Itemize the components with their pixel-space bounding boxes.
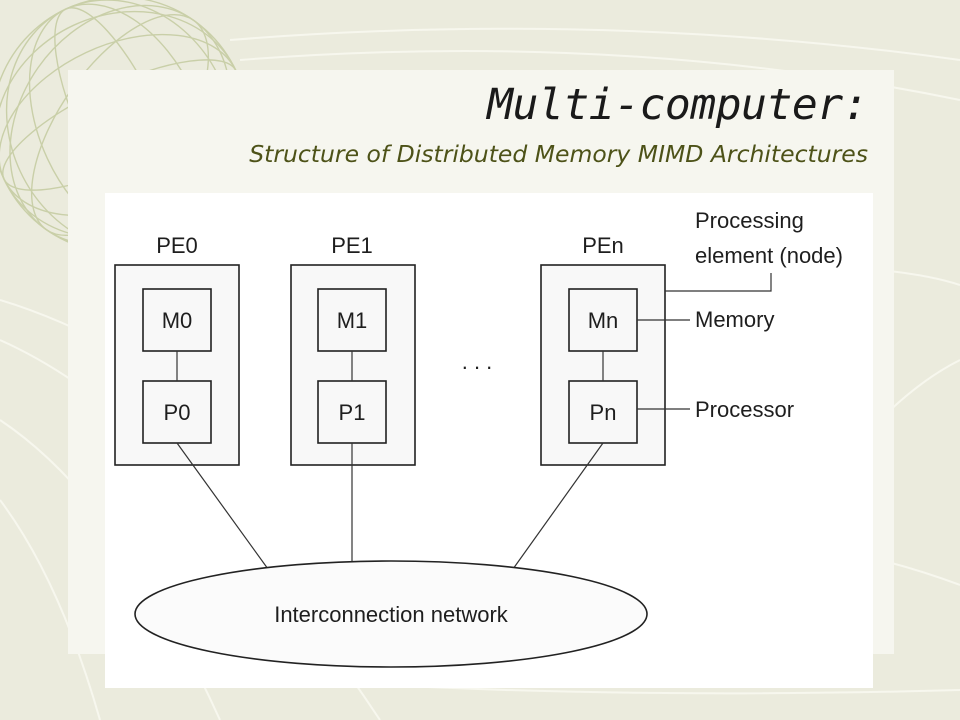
pen-processor-label: Pn xyxy=(590,400,617,425)
pe0-network-link xyxy=(176,442,269,570)
node-callout-leader xyxy=(665,273,772,292)
pe0-memory-box xyxy=(142,288,212,352)
architecture-diagram: PE0 PE1 PEn M0 M1 Mn P0 P1 Pn . . . Inte… xyxy=(105,193,873,688)
diagram-canvas: PE0 PE1 PEn M0 M1 Mn P0 P1 Pn . . . Inte… xyxy=(114,208,843,668)
network-label: Interconnection network xyxy=(274,602,509,627)
pe1-label: PE1 xyxy=(331,233,373,258)
pe0-processor-label: P0 xyxy=(164,400,191,425)
pen-label: PEn xyxy=(582,233,624,258)
node-callout-line2: element (node) xyxy=(695,243,843,268)
memory-callout: Memory xyxy=(695,307,774,332)
pe1-memory-label: M1 xyxy=(337,308,368,333)
pe0-label: PE0 xyxy=(156,233,198,258)
pe0-memory-label: M0 xyxy=(162,308,193,333)
pe1-processor-box xyxy=(317,380,387,444)
ellipsis-more-nodes: . . . xyxy=(462,349,493,374)
slide-title: Multi-computer: xyxy=(487,80,868,130)
pe1-processor-label: P1 xyxy=(339,400,366,425)
pe0-processor-box xyxy=(142,380,212,444)
pen-processor-box xyxy=(568,380,638,444)
interconnection-network-ellipse xyxy=(134,560,648,668)
pen-memory-label: Mn xyxy=(588,308,619,333)
node-callout-line1: Processing xyxy=(695,208,804,233)
slide-subtitle: Structure of Distributed Memory MIMD Arc… xyxy=(249,140,868,168)
processor-callout: Processor xyxy=(695,397,794,422)
pen-network-link xyxy=(512,442,604,570)
